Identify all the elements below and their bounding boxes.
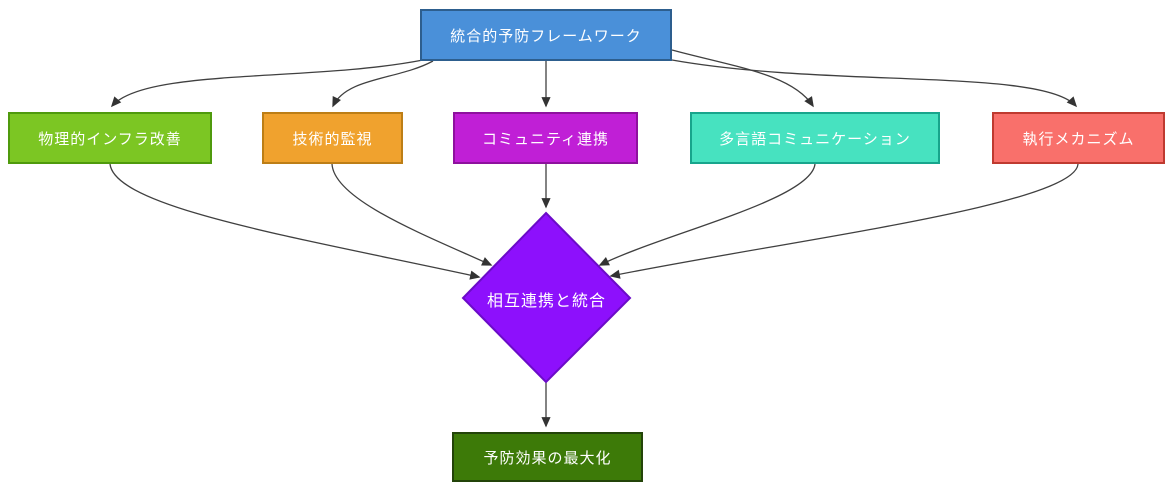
edge-framework-enforcement bbox=[671, 59, 1078, 108]
edge-infrastructure-integration bbox=[109, 163, 481, 280]
edge-framework-monitoring bbox=[332, 60, 434, 108]
node-multilingual: 多言語コミュニケーション bbox=[690, 112, 940, 164]
node-framework-label: 統合的予防フレームワーク bbox=[450, 26, 642, 45]
node-monitoring: 技術的監視 bbox=[262, 112, 403, 164]
node-monitoring-label: 技術的監視 bbox=[292, 129, 373, 148]
edge-framework-infrastructure bbox=[110, 59, 424, 108]
node-infrastructure: 物理的インフラ改善 bbox=[8, 112, 212, 164]
edge-multilingual-integration bbox=[598, 163, 816, 266]
node-integration-label: 相互連携と統合 bbox=[486, 291, 606, 310]
edge-monitoring-integration bbox=[331, 163, 493, 266]
node-enforcement-label: 執行メカニズム bbox=[1022, 129, 1135, 148]
node-multilingual-label: 多言語コミュニケーション bbox=[719, 129, 911, 148]
node-infrastructure-label: 物理的インフラ改善 bbox=[38, 129, 182, 148]
node-community-label: コミュニティ連携 bbox=[481, 129, 610, 148]
node-maximization: 予防効果の最大化 bbox=[452, 432, 643, 482]
node-community: コミュニティ連携 bbox=[453, 112, 638, 164]
node-maximization-label: 予防効果の最大化 bbox=[483, 448, 612, 467]
node-framework: 統合的予防フレームワーク bbox=[420, 9, 672, 61]
node-integration-shape bbox=[461, 211, 632, 384]
edge-framework-multilingual bbox=[671, 49, 814, 108]
node-enforcement: 執行メカニズム bbox=[992, 112, 1165, 164]
edge-enforcement-integration bbox=[609, 163, 1079, 279]
